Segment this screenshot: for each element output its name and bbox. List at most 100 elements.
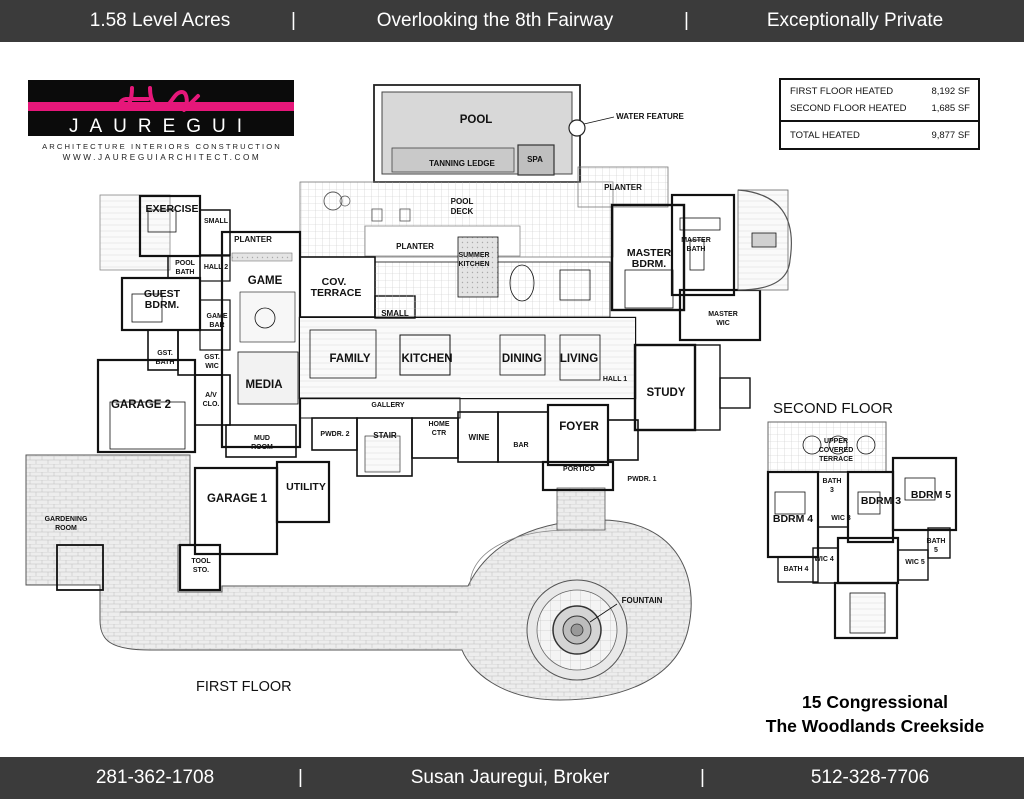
floor-plan-drawing — [25, 84, 958, 701]
sf-value: 1,685 SF — [931, 103, 970, 114]
sf-total-value: 9,877 SF — [931, 130, 970, 141]
second-floor-plan — [766, 421, 958, 640]
room-wine: WINE — [468, 433, 490, 442]
room-cov-terrace: TERRACE — [310, 287, 362, 299]
room-gst-bath: BATH — [155, 359, 175, 366]
room-master-bath: MASTER — [681, 237, 711, 244]
sf-row-second-floor: SECOND FLOOR HEATED 1,685 SF — [790, 103, 970, 115]
room-gst-wic: WIC — [205, 363, 219, 370]
room-study: STUDY — [646, 387, 686, 399]
room-bdrm-5: BDRM 5 — [910, 489, 952, 501]
footer-phone-2[interactable]: 512-328-7706 — [810, 767, 930, 788]
room-master-wic: MASTER — [708, 311, 738, 318]
second-floor-title: SECOND FLOOR — [773, 400, 894, 417]
room-master-bath: BATH — [686, 246, 706, 253]
room-home-center: HOME — [428, 421, 450, 428]
room-planter-left: PLANTER — [234, 235, 272, 244]
left-wing — [56, 194, 331, 592]
square-footage-table: FIRST FLOOR HEATED 8,192 SF SECOND FLOOR… — [779, 78, 980, 150]
room-av-closet: A/V — [205, 392, 217, 399]
room-bar: BAR — [513, 442, 529, 449]
logo-script-mark — [118, 86, 200, 112]
logo-tagline: ARCHITECTURE INTERIORS CONSTRUCTION — [42, 142, 282, 151]
room-stair: STAIR — [373, 431, 397, 440]
footer-bar: 281-362-1708 | Susan Jauregui, Broker | … — [0, 757, 1024, 799]
room-foyer: FOYER — [559, 421, 599, 433]
room-upper-covered-terrace: UPPER — [823, 438, 849, 445]
room-gardening-room: ROOM — [55, 525, 77, 532]
sf-label: FIRST FLOOR HEATED — [790, 86, 894, 97]
room-water-feature: WATER FEATURE — [616, 112, 684, 121]
room-powder-1: PWDR. 1 — [627, 476, 657, 483]
room-av-closet: CLO. — [202, 401, 220, 408]
room-game-bar: GAME — [206, 313, 228, 320]
room-garage-2: GARAGE 2 — [110, 399, 172, 411]
right-wing — [610, 189, 792, 432]
header-bar: 1.58 Level Acres | Overlooking the 8th F… — [0, 0, 1024, 42]
room-wic-4: WIC 4 — [814, 556, 834, 563]
room-living: LIVING — [559, 353, 599, 365]
logo-name: JAUREGUI — [68, 116, 254, 137]
footer-broker: Susan Jauregui, Broker — [410, 767, 610, 788]
room-exercise: EXERCISE — [145, 203, 199, 215]
room-small-mid: SMALL — [381, 309, 409, 318]
first-floor-title: FIRST FLOOR — [196, 679, 292, 695]
room-guest-bdrm: GUEST — [143, 288, 181, 300]
room-upper-covered-terrace: COVERED — [818, 447, 854, 454]
logo-url: WWW.JAUREGUIARCHITECT.COM — [62, 153, 262, 162]
room-powder-2: PWDR. 2 — [320, 431, 350, 438]
header-separator: | — [684, 10, 689, 31]
room-bath-3: 3 — [830, 487, 834, 494]
room-tool-storage: STO. — [192, 567, 210, 574]
room-fountain: FOUNTAIN — [621, 596, 663, 605]
entry-walk — [556, 487, 606, 531]
room-bath-3: BATH — [822, 478, 842, 485]
room-gst-bath: GST. — [157, 350, 173, 357]
room-cov-terrace: COV. — [321, 276, 347, 288]
room-kitchen: KITCHEN — [401, 353, 453, 365]
fountain — [526, 579, 628, 681]
room-bath-4: BATH 4 — [783, 566, 809, 573]
footer-separator: | — [700, 767, 705, 788]
room-tool-storage: TOOL — [191, 558, 211, 565]
pool-area — [299, 84, 669, 258]
room-pool: POOL — [459, 114, 493, 126]
room-wic-3: WIC 3 — [831, 515, 851, 522]
footer-phone-1[interactable]: 281-362-1708 — [95, 767, 215, 788]
room-planter-mid: PLANTER — [396, 242, 434, 251]
room-gardening-room: GARDENING — [44, 516, 88, 523]
room-upper-covered-terrace: TERRACE — [819, 456, 853, 463]
driveway — [25, 454, 692, 701]
room-guest-bdrm: BDRM. — [144, 299, 180, 311]
room-master-bdrm: BDRM. — [631, 258, 667, 270]
sf-row-total: TOTAL HEATED 9,877 SF — [790, 130, 970, 142]
header-fairway: Overlooking the 8th Fairway — [376, 10, 614, 31]
room-hall-1: HALL 1 — [602, 376, 628, 383]
address-line-2: The Woodlands Creekside — [765, 716, 985, 736]
room-bdrm-3: BDRM 3 — [860, 495, 902, 507]
room-gallery: GALLERY — [371, 402, 405, 409]
room-portico: PORTICO — [563, 466, 595, 473]
sf-row-first-floor: FIRST FLOOR HEATED 8,192 SF — [790, 86, 970, 98]
room-master-bdrm: MASTER — [626, 247, 672, 259]
room-master-wic: WIC — [716, 320, 730, 327]
room-summer-kitchen: SUMMER — [458, 252, 490, 259]
property-address: 15 Congressional The Woodlands Creekside — [730, 690, 1020, 738]
header-separator: | — [291, 10, 296, 31]
room-summer-kitchen: KITCHEN — [458, 261, 490, 268]
room-pool-deck: DECK — [450, 207, 474, 216]
sf-total-label: TOTAL HEATED — [790, 130, 860, 141]
room-spa: SPA — [527, 155, 543, 164]
room-pool-bath: POOL — [175, 260, 195, 267]
room-game: GAME — [247, 275, 283, 287]
room-tanning-ledge: TANNING LEDGE — [429, 159, 495, 168]
room-wic-5: WIC 5 — [905, 559, 925, 566]
room-hall-2: HALL 2 — [203, 264, 229, 271]
room-family: FAMILY — [329, 353, 371, 365]
room-mud-room: ROOM — [251, 444, 273, 451]
sf-divider — [781, 120, 978, 122]
room-pool-bath: BATH — [175, 269, 195, 276]
header-privacy: Exceptionally Private — [766, 10, 944, 31]
main-house — [298, 236, 639, 492]
address-line-1: 15 Congressional — [802, 692, 948, 712]
